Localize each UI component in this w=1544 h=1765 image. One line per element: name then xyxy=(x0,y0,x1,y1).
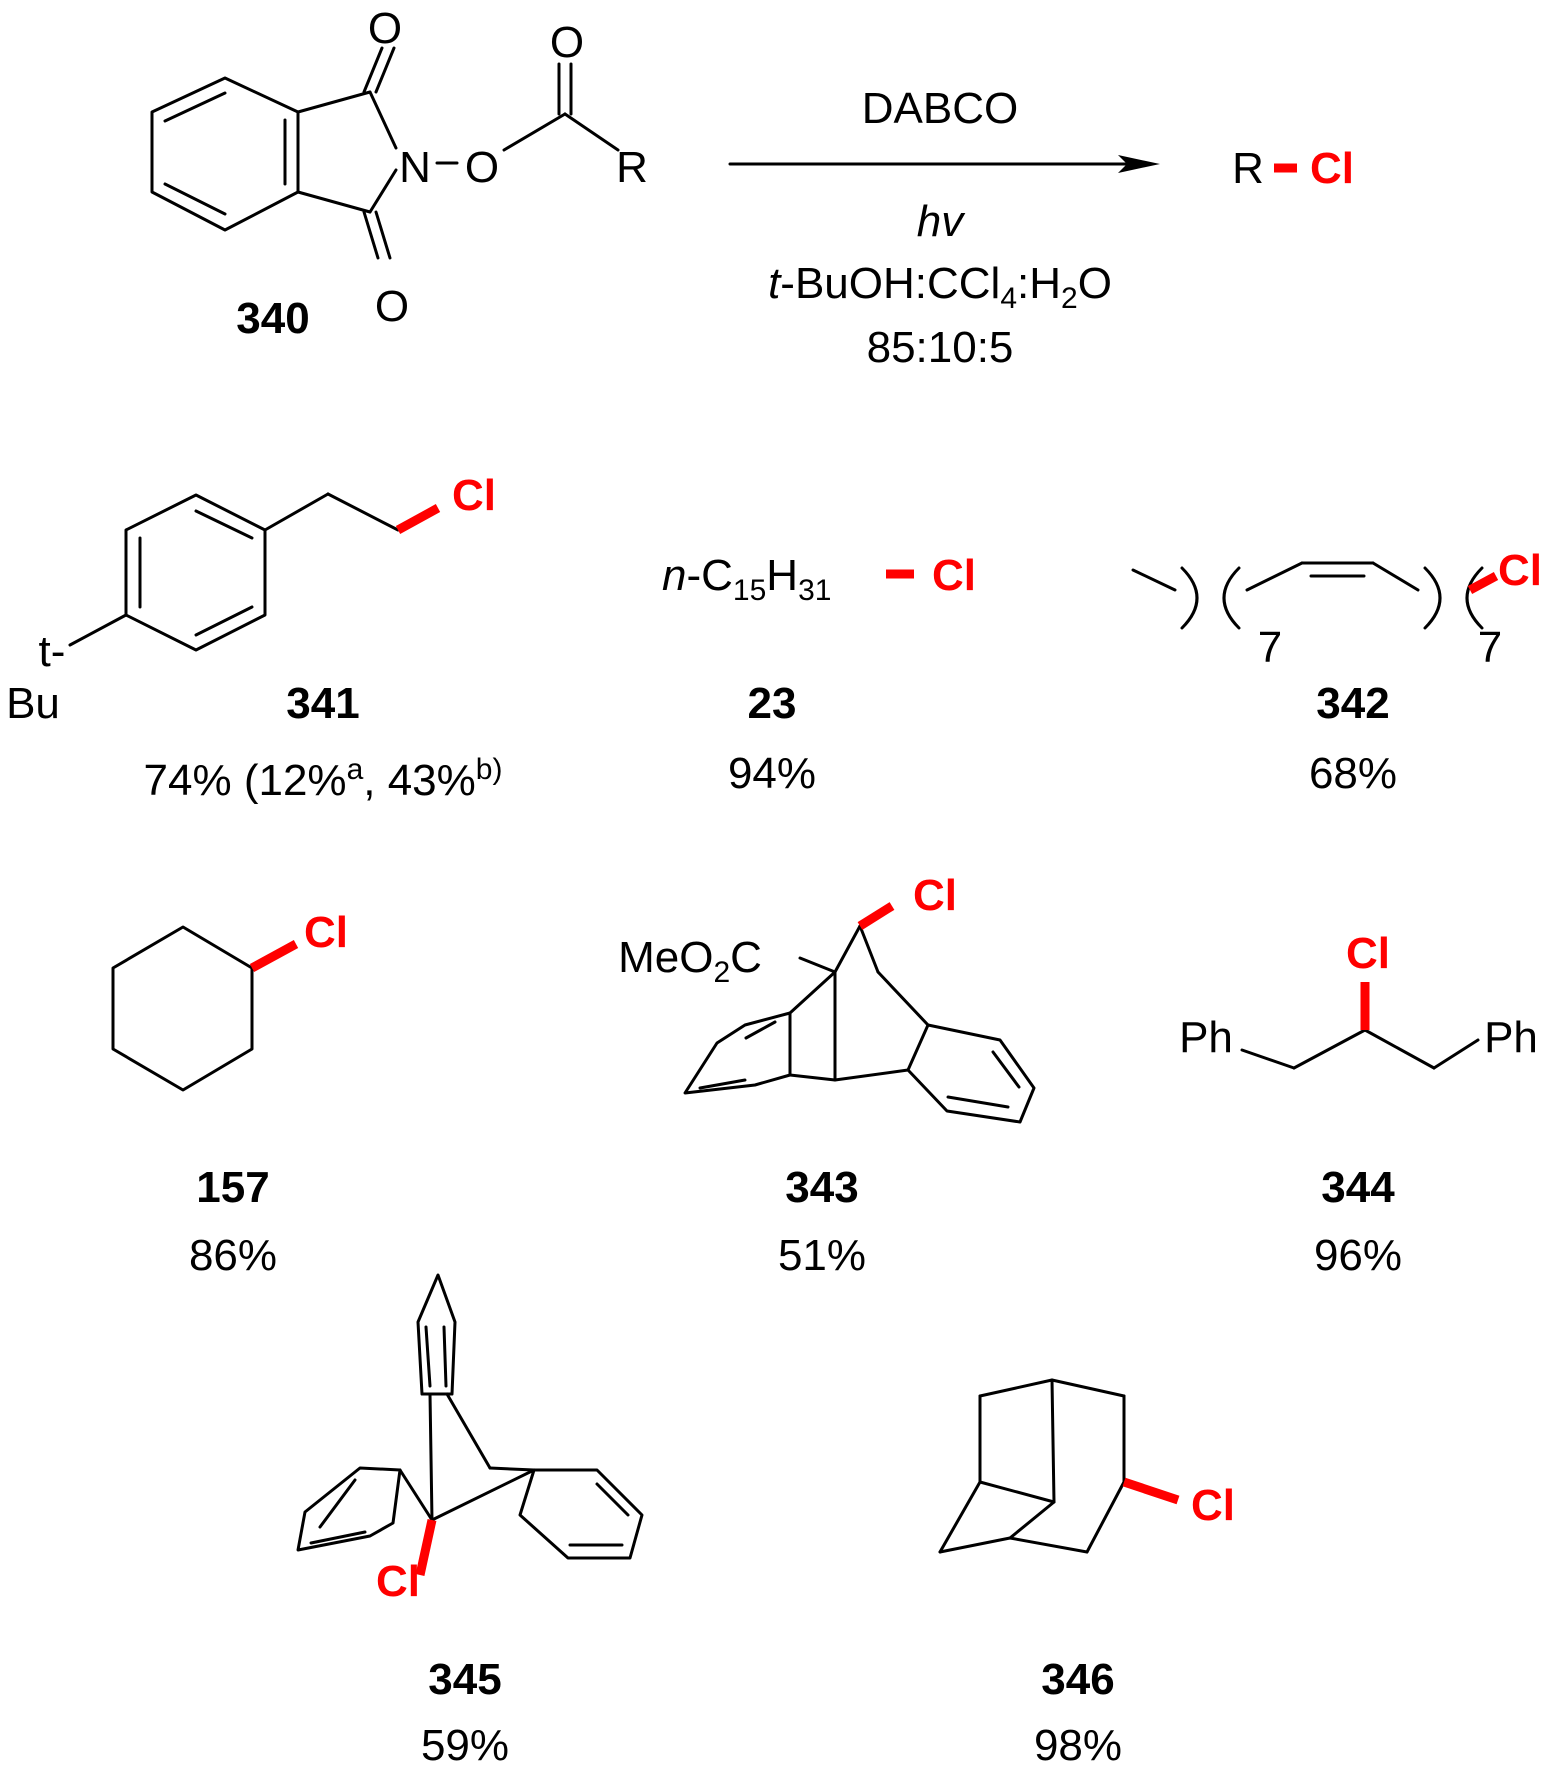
compound-157-cl: Cl xyxy=(304,908,348,957)
reagent-340-structure xyxy=(150,46,620,260)
compound-345-c-cl-bond xyxy=(415,1519,437,1576)
compound-label-346: 346 xyxy=(1041,1655,1114,1704)
compound-342-repeat-2: 7 xyxy=(1478,623,1502,672)
atom-r: R xyxy=(616,143,648,192)
compound-343-structure xyxy=(683,924,1036,1124)
compound-label-340: 340 xyxy=(236,294,309,343)
compound-yield-23: 94% xyxy=(728,749,816,798)
compound-157-structure xyxy=(111,925,254,1092)
product-r: R xyxy=(1232,144,1264,193)
compound-23-cl: Cl xyxy=(932,551,976,600)
atom-n: N xyxy=(399,143,431,192)
compound-343-cl: Cl xyxy=(913,871,957,920)
compound-343-ester: MeO2C xyxy=(618,933,762,989)
compound-yield-343: 51% xyxy=(778,1231,866,1280)
compound-yield-342: 68% xyxy=(1309,749,1397,798)
condition-light: hv xyxy=(917,197,966,246)
atom-o-top: O xyxy=(368,4,402,53)
compound-343-c-cl-bond xyxy=(857,902,895,930)
compound-yield-157: 86% xyxy=(189,1231,277,1280)
compound-342-structure xyxy=(1131,561,1484,630)
compound-342-c-cl-bond xyxy=(1467,572,1499,594)
compound-23-formula: n-C15H31 xyxy=(662,551,831,607)
compound-344-cl: Cl xyxy=(1346,929,1390,978)
compound-341-tbu-bu: Bu xyxy=(6,679,60,728)
product-cl: Cl xyxy=(1310,144,1354,193)
compound-344-ph-left: Ph xyxy=(1179,1013,1233,1062)
condition-solvent: t-BuOH:CCl4:H2O xyxy=(768,259,1112,315)
compound-345-cl: Cl xyxy=(376,1557,420,1606)
atom-o-link: O xyxy=(465,143,499,192)
compound-yield-344: 96% xyxy=(1314,1231,1402,1280)
condition-ratio: 85:10:5 xyxy=(867,323,1014,372)
reaction-arrow xyxy=(728,155,1160,173)
compound-341-structure xyxy=(68,492,400,652)
compound-345-structure xyxy=(296,1273,644,1560)
compound-yield-345: 59% xyxy=(421,1721,509,1765)
compound-346-cl: Cl xyxy=(1191,1481,1235,1530)
compound-341-tbu-t: t- xyxy=(39,627,66,676)
compound-yield-341: 74% (12%a, 43%b) xyxy=(144,753,503,805)
compound-label-344: 344 xyxy=(1321,1163,1395,1212)
compound-label-345: 345 xyxy=(428,1655,501,1704)
compound-344-ph-right: Ph xyxy=(1484,1013,1538,1062)
compound-341-c-cl-bond xyxy=(395,504,441,534)
compound-label-342: 342 xyxy=(1316,679,1389,728)
compound-344-structure xyxy=(1240,1028,1480,1070)
compound-label-341: 341 xyxy=(286,679,359,728)
atom-o-carbonyl: O xyxy=(550,18,584,67)
compound-342-cl: Cl xyxy=(1498,546,1542,595)
compound-label-157: 157 xyxy=(196,1163,269,1212)
atom-o-bottom: O xyxy=(375,282,409,331)
condition-dabco: DABCO xyxy=(862,84,1018,133)
compound-label-23: 23 xyxy=(748,679,797,728)
compound-yield-346: 98% xyxy=(1034,1721,1122,1765)
compound-label-343: 343 xyxy=(785,1163,858,1212)
compound-157-c-cl-bond xyxy=(249,940,299,972)
compound-346-structure xyxy=(938,1378,1126,1554)
compound-342-repeat-1: 7 xyxy=(1258,623,1282,672)
compound-341-cl: Cl xyxy=(452,471,496,520)
compound-346-c-cl-bond xyxy=(1122,1477,1180,1505)
